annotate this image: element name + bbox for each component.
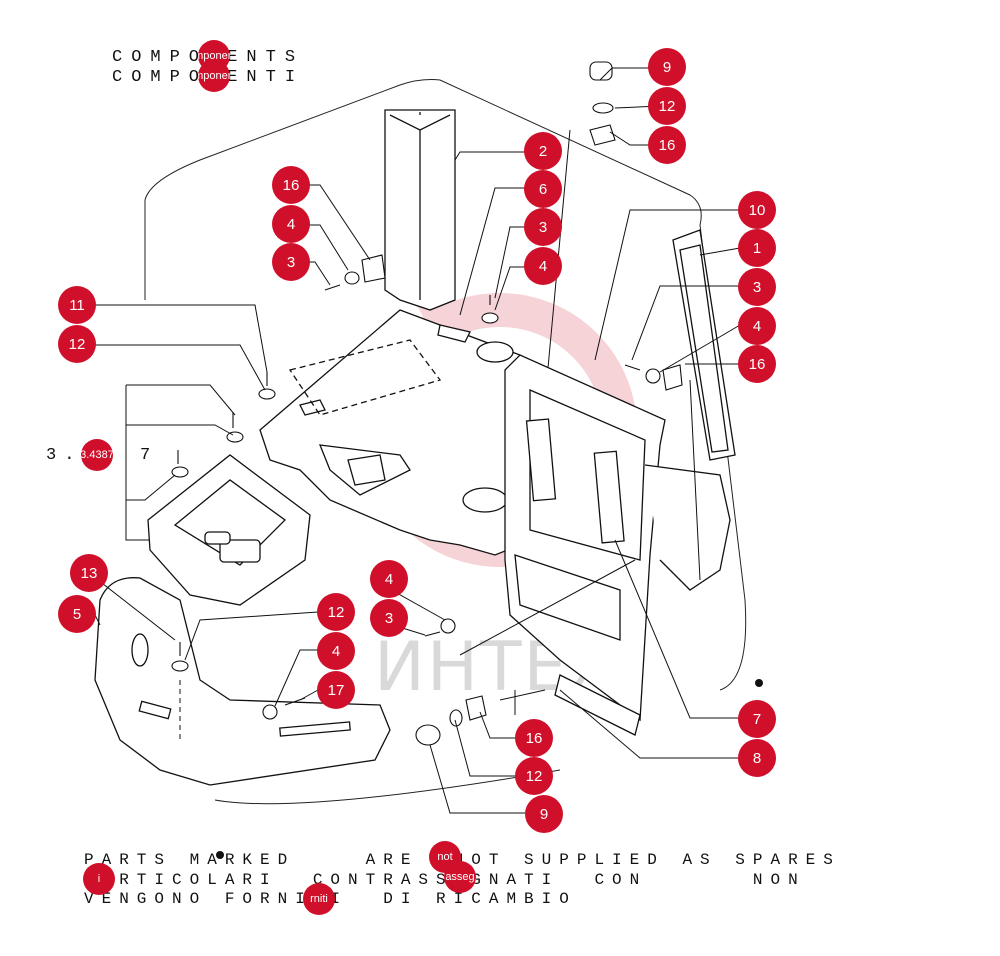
tray (147, 454, 311, 606)
callout-3-side[interactable]: 3 (738, 268, 776, 306)
callout-4-post[interactable]: 4 (272, 205, 310, 243)
part-5-bumper (94, 577, 391, 786)
footnote-line-2: ARTICOLARI CONTRASSEGNATI CON NON (101, 871, 806, 889)
part-2-post (384, 109, 456, 311)
callout-12-bottom[interactable]: 12 (515, 757, 553, 795)
footnote-badge-i: i (83, 863, 115, 895)
callout-12-bumper[interactable]: 12 (317, 593, 355, 631)
part-8-plate (554, 674, 641, 736)
callout-11[interactable]: 11 (58, 286, 96, 324)
footnote-dot (216, 851, 224, 859)
callout-6[interactable]: 6 (524, 170, 562, 208)
callout-4-side[interactable]: 4 (738, 307, 776, 345)
housing-outline (144, 79, 747, 691)
callout-2[interactable]: 2 (524, 132, 562, 170)
callout-3-console[interactable]: 3 (524, 208, 562, 246)
callout-4-bumper[interactable]: 4 (317, 632, 355, 670)
callout-3-post[interactable]: 3 (272, 243, 310, 281)
callout-17[interactable]: 17 (317, 671, 355, 709)
callout-16-side[interactable]: 16 (738, 345, 776, 383)
housing-base (214, 769, 561, 805)
part-6-console (259, 309, 531, 556)
footnote-line-1: PARTS MARKED ARE NOT SUPPLIED AS SPARES (84, 851, 841, 869)
callout-10[interactable]: 10 (738, 191, 776, 229)
part-7-rear-panel (504, 354, 731, 722)
footnote-badge-asse: asseg (444, 861, 476, 893)
callout-1[interactable]: 1 (738, 229, 776, 267)
callout-12-top[interactable]: 12 (648, 87, 686, 125)
footnote-badge-niti: rniti (303, 883, 335, 915)
callout-16-top[interactable]: 16 (648, 126, 686, 164)
callout-4-rear[interactable]: 4 (370, 560, 408, 598)
callout-7[interactable]: 7 (738, 700, 776, 738)
callout-9-bottom[interactable]: 9 (525, 795, 563, 833)
callout-3-rear[interactable]: 3 (370, 599, 408, 637)
reference-badge: 3.4387 (81, 439, 113, 471)
callout-16-post[interactable]: 16 (272, 166, 310, 204)
callout-4-console[interactable]: 4 (524, 247, 562, 285)
callout-12-left[interactable]: 12 (58, 325, 96, 363)
callout-8[interactable]: 8 (738, 739, 776, 777)
marker-dot (755, 679, 763, 687)
reference-suffix: 7 (140, 446, 159, 465)
part-1-side-panel (672, 229, 736, 461)
heading-badge-2: mponen (198, 60, 230, 92)
callout-5[interactable]: 5 (58, 595, 96, 633)
callout-16-bottom[interactable]: 16 (515, 719, 553, 757)
reference-prefix: 3. (46, 446, 83, 465)
callout-9-top[interactable]: 9 (648, 48, 686, 86)
callout-13[interactable]: 13 (70, 554, 108, 592)
